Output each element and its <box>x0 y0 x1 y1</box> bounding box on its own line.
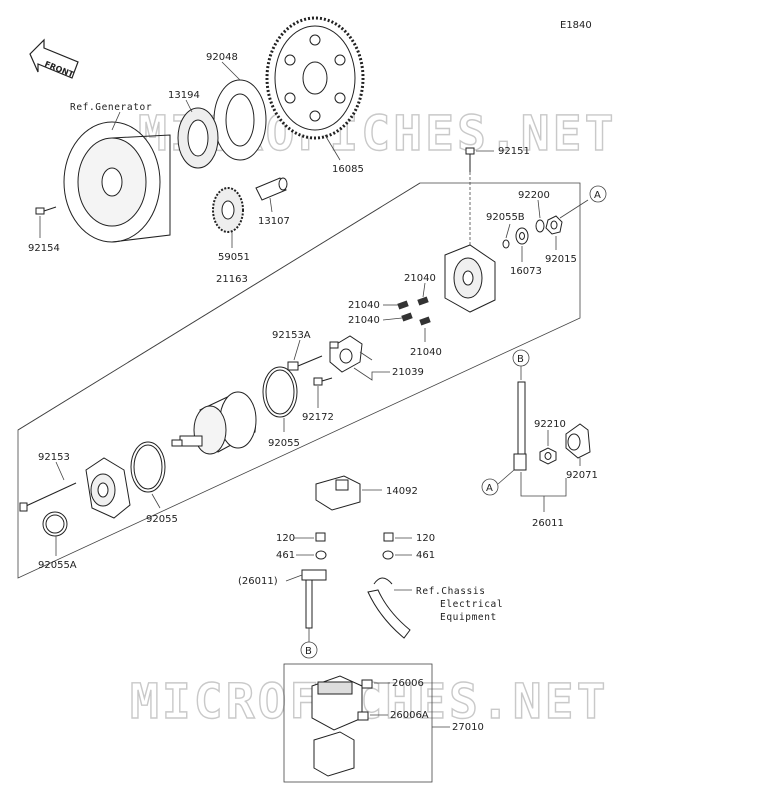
label-92015: 92015 <box>545 254 577 265</box>
label-16073: 16073 <box>510 266 542 277</box>
part-21040-brushes <box>397 296 431 326</box>
label-21163: 21163 <box>216 274 248 285</box>
diagram-code: E1840 <box>560 20 592 31</box>
part-92071-boot <box>565 423 591 459</box>
label-21040-c: 21040 <box>404 273 436 284</box>
label-13107: 13107 <box>258 216 290 227</box>
part-front-cover <box>85 457 131 519</box>
part-92048 <box>213 79 267 161</box>
starter-frame-top <box>17 182 421 431</box>
label-92055-lower: 92055 <box>146 514 178 525</box>
callout-B-bottom-label: B <box>305 646 312 657</box>
part-26006-fuse <box>361 679 373 689</box>
label-13194: 13194 <box>168 90 200 101</box>
part-59051-gear <box>212 187 244 233</box>
part-chassis-cable <box>367 577 411 639</box>
ref-chassis-2: Electrical <box>440 599 503 610</box>
label-92055-upper: 92055 <box>268 438 300 449</box>
label-21040-d: 21040 <box>410 347 442 358</box>
label-120-left: 120 <box>276 533 295 544</box>
part-13107-shaft <box>255 177 288 201</box>
part-92210-nut <box>539 447 557 465</box>
label-14092: 14092 <box>386 486 418 497</box>
part-motor-armature <box>171 391 257 455</box>
label-120-right: 120 <box>416 533 435 544</box>
label-26006A: 26006A <box>390 710 429 721</box>
label-92071: 92071 <box>566 470 598 481</box>
part-92200 <box>535 219 545 233</box>
label-92153A: 92153A <box>272 330 311 341</box>
label-16085: 16085 <box>332 164 364 175</box>
label-92055B: 92055B <box>486 212 525 223</box>
label-461-right: 461 <box>416 550 435 561</box>
front-arrow-icon: FRONT <box>29 38 79 80</box>
callout-B-bottom <box>300 641 318 659</box>
label-26011-ref: (26011) <box>238 576 278 587</box>
part-92055A <box>42 511 68 537</box>
part-92154-bolt <box>35 206 57 215</box>
label-21039: 21039 <box>392 367 424 378</box>
part-92151-bolt <box>465 147 475 172</box>
ref-chassis-1: Ref.Chassis <box>416 586 486 597</box>
callout-B-top-label: B <box>517 354 524 365</box>
ref-chassis-3: Equipment <box>440 612 497 623</box>
part-21039-brush-holder <box>329 335 363 373</box>
label-92154: 92154 <box>28 243 60 254</box>
part-26011-ref-rod <box>301 569 327 629</box>
part-461-washer-right <box>382 550 394 560</box>
label-26011: 26011 <box>532 518 564 529</box>
part-92055B <box>502 239 510 249</box>
part-92015 <box>545 215 563 235</box>
part-92055-oring-lower <box>130 441 166 493</box>
label-461-left: 461 <box>276 550 295 561</box>
callout-A-top-label: A <box>594 190 601 201</box>
label-27010: 27010 <box>452 722 484 733</box>
label-92055A: 92055A <box>38 560 77 571</box>
part-relay-cover <box>313 731 355 777</box>
label-92172: 92172 <box>302 412 334 423</box>
part-14092-cover <box>315 475 361 511</box>
label-92153: 92153 <box>38 452 70 463</box>
callout-A-top <box>589 185 607 203</box>
label-92151: 92151 <box>498 146 530 157</box>
part-92172-screw <box>313 377 333 386</box>
callout-A-bottom <box>481 478 499 496</box>
part-92055-oring-upper <box>262 366 298 418</box>
part-92153A-screw <box>287 355 323 371</box>
label-21040-b: 21040 <box>348 315 380 326</box>
part-120-bolt-left <box>315 532 326 542</box>
relay-frame <box>283 663 433 783</box>
part-generator <box>63 121 171 243</box>
part-120-bolt-right <box>383 532 394 542</box>
part-rear-cover <box>444 244 496 313</box>
part-relay <box>311 675 363 731</box>
label-92048: 92048 <box>206 52 238 63</box>
label-21040-a: 21040 <box>348 300 380 311</box>
label-59051: 59051 <box>218 252 250 263</box>
part-461-washer-left <box>315 550 327 560</box>
callout-A-bottom-label: A <box>486 483 493 494</box>
starter-frame <box>17 182 581 579</box>
part-26006A-fuse <box>357 711 369 721</box>
ref-generator: Ref.Generator <box>70 102 152 113</box>
part-16085-gear <box>265 16 365 140</box>
label-26006: 26006 <box>392 678 424 689</box>
part-26011-rod <box>513 381 527 471</box>
label-92200: 92200 <box>518 190 550 201</box>
label-92210: 92210 <box>534 419 566 430</box>
part-13194 <box>177 107 219 169</box>
part-92153-bolt <box>19 482 77 512</box>
part-16073 <box>515 227 529 245</box>
